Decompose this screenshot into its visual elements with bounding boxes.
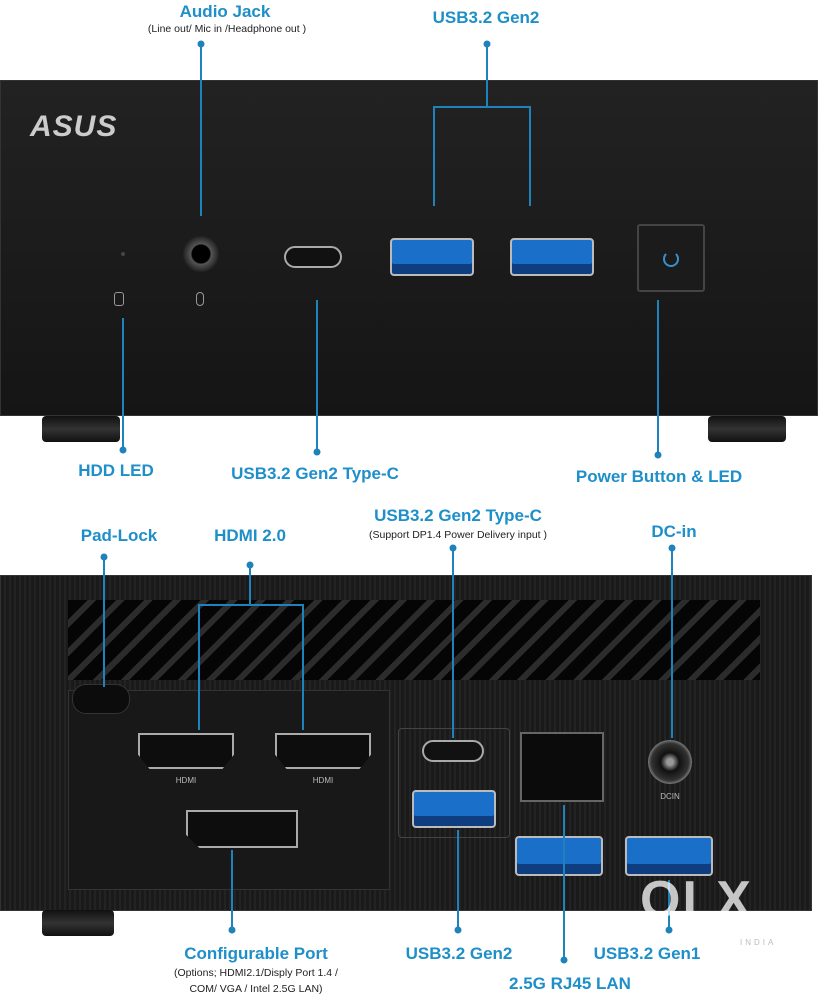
label-usb-gen1: USB3.2 Gen1: [593, 944, 701, 963]
hdmi-silk-1: HDMI: [175, 776, 197, 785]
rj45-port: [520, 732, 604, 802]
vent-grille: [68, 600, 760, 680]
usb-gen2-port-2: [510, 238, 594, 276]
label-lan: 2.5G RJ45 LAN: [509, 974, 631, 993]
pointer-dot: [654, 451, 662, 459]
leader-line: [452, 548, 454, 738]
leader-line: [529, 106, 531, 206]
olx-watermark-sub: INDIA: [740, 938, 777, 947]
label-power: Power Button & LED: [575, 467, 743, 486]
padlock-slot: [72, 684, 130, 714]
usb-gen2-port-back: [412, 790, 496, 828]
leader-line: [486, 44, 488, 106]
dcin-silk: DCIN: [660, 792, 680, 801]
usb-gen2-port-lower: [515, 836, 603, 876]
dc-in-port: [648, 740, 692, 784]
pointer-dot: [560, 956, 568, 964]
usb-typec-port: [284, 246, 342, 268]
pointer-dot: [119, 446, 127, 454]
leader-line: [671, 548, 673, 738]
leader-line: [103, 557, 105, 687]
front-foot-left: [42, 416, 120, 442]
usb-typec-port-back: [422, 740, 484, 762]
olx-watermark: OLX: [640, 871, 753, 929]
back-foot-left: [42, 910, 114, 936]
leader-line: [657, 300, 659, 455]
pointer-dot: [665, 926, 673, 934]
hdd-led-indicator: [121, 252, 125, 256]
label-hdd-led: HDD LED: [78, 461, 154, 480]
label-configurable-sub2: COM/ VGA / Intel 2.5G LAN): [189, 983, 323, 995]
leader-line: [457, 830, 459, 930]
configurable-port: [186, 810, 298, 848]
hdmi-silk-2: HDMI: [312, 776, 334, 785]
label-usb-gen2-front: USB3.2 Gen2: [432, 8, 540, 27]
leader-line: [249, 565, 251, 605]
pointer-dot: [454, 926, 462, 934]
label-usb-gen2-back: USB3.2 Gen2: [405, 944, 513, 963]
label-audio-jack: Audio Jack: [179, 2, 271, 21]
leader-line: [198, 604, 304, 606]
power-icon: [663, 251, 679, 267]
leader-line: [198, 604, 200, 730]
mic-icon: [196, 292, 204, 306]
hdmi-port-1: [138, 733, 234, 769]
leader-line: [302, 604, 304, 730]
hdmi-port-2: [275, 733, 371, 769]
asus-logo: ASUS: [30, 110, 118, 143]
pointer-dot: [228, 926, 236, 934]
usb-gen2-port-1: [390, 238, 474, 276]
leader-line: [563, 805, 565, 960]
label-typec-back-sub: (Support DP1.4 Power Delivery input ): [369, 529, 547, 541]
front-foot-right: [708, 416, 786, 442]
usb-group-box: [398, 728, 510, 838]
io-recess: [68, 690, 390, 890]
leader-line: [316, 300, 318, 452]
leader-line: [122, 318, 124, 450]
label-usb-typec-front: USB3.2 Gen2 Type-C: [231, 464, 399, 483]
label-typec-back: USB3.2 Gen2 Type-C: [374, 506, 542, 525]
label-dc-in: DC-in: [651, 522, 697, 541]
leader-line: [668, 880, 670, 930]
label-hdmi: HDMI 2.0: [214, 526, 286, 545]
leader-line: [433, 106, 531, 108]
label-padlock: Pad-Lock: [80, 526, 158, 545]
label-configurable-sub1: (Options; HDMI2.1/Disply Port 1.4 /: [174, 967, 338, 979]
audio-jack-port: [183, 236, 219, 272]
hdd-icon: [114, 292, 124, 306]
leader-line: [433, 106, 435, 206]
leader-line: [200, 44, 202, 216]
label-configurable: Configurable Port: [184, 944, 328, 963]
leader-line: [231, 850, 233, 930]
usb-gen1-port: [625, 836, 713, 876]
label-audio-jack-sub: (Line out/ Mic in /Headphone out ): [147, 23, 307, 35]
pointer-dot: [313, 448, 321, 456]
